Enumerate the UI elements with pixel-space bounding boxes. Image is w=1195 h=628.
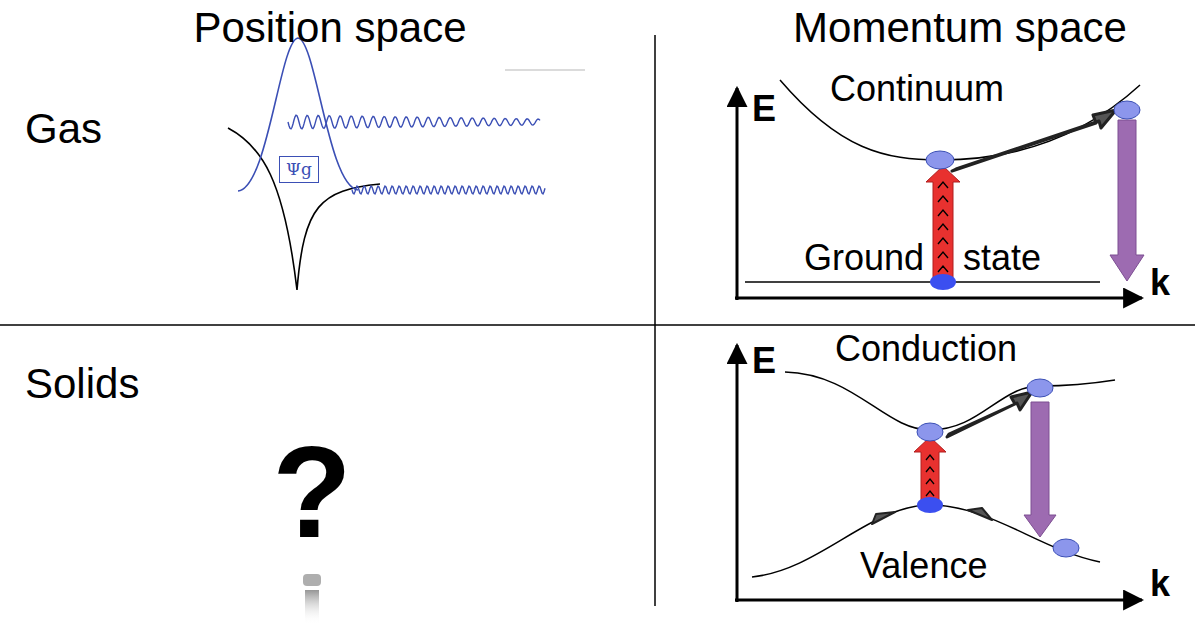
momentum-axis: [735, 297, 1142, 300]
band-label: Continuum: [830, 68, 1004, 109]
potential-well: [228, 128, 380, 290]
conduction-band: [785, 372, 1115, 430]
wavefunction-symbol: Ψg: [286, 160, 318, 179]
photon-chevrons: [926, 455, 934, 496]
continuum-wave: [352, 186, 545, 194]
row-heading: Solids: [25, 360, 139, 408]
electron: [930, 274, 956, 290]
acceleration-arrow: [952, 110, 1116, 171]
hole: [1053, 539, 1079, 557]
reflection: [303, 574, 321, 586]
axis-label: k: [1150, 262, 1170, 303]
ground-wavefunction: [238, 38, 358, 191]
column-heading: Momentum space: [793, 4, 1127, 52]
question-mark: ?: [272, 418, 351, 568]
hole-arrow: [872, 512, 895, 524]
axis-label: k: [1150, 563, 1170, 604]
level-label: state: [963, 237, 1041, 278]
electron: [917, 423, 943, 441]
continuum-wave: [288, 115, 540, 129]
stray-line: [505, 69, 585, 70]
column-heading: Position space: [193, 4, 466, 52]
row-heading: Gas: [25, 105, 102, 153]
wavefunction-box: Ψg: [279, 156, 319, 183]
hole-arrow: [968, 508, 992, 520]
recombination-arrow: [1110, 120, 1144, 281]
panel-divider: [0, 324, 1195, 326]
electron: [926, 151, 954, 169]
level-label: Ground: [804, 237, 924, 278]
ground-level: [745, 281, 1100, 283]
axis-label: E: [752, 88, 776, 129]
electron: [917, 497, 943, 513]
band-label: Conduction: [835, 328, 1017, 369]
band-label: Valence: [860, 545, 987, 586]
energy-axis: [736, 345, 739, 602]
energy-axis: [736, 88, 739, 300]
excitation-arrow: [914, 437, 946, 503]
electron: [1027, 379, 1053, 397]
excitation-arrow: [926, 166, 960, 279]
axis-label: E: [752, 340, 776, 381]
panel-divider: [654, 35, 656, 606]
acceleration-arrow: [947, 392, 1032, 437]
momentum-axis: [735, 599, 1142, 602]
reflection: [305, 590, 319, 624]
photon-chevrons: [938, 182, 948, 272]
electron: [1114, 101, 1140, 119]
recombination-arrow: [1024, 402, 1056, 537]
